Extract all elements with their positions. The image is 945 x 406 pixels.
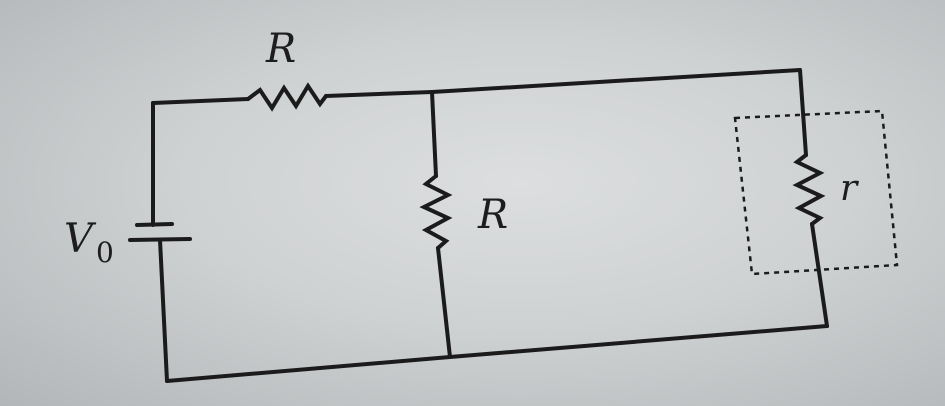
wire-bottom [165, 324, 829, 383]
battery-short-plate [135, 222, 174, 227]
wire-middle-upper [430, 90, 438, 178]
wire-top-right [324, 68, 802, 98]
label-middle-resistor: R [477, 192, 508, 238]
dashed-box [733, 109, 899, 276]
label-right-resistor: r [840, 168, 859, 209]
battery-v0 [128, 222, 192, 242]
resistor-middle [419, 174, 453, 250]
wire-middle-lower [436, 246, 452, 359]
label-top-resistor: R [265, 26, 296, 72]
label-source: V [64, 216, 97, 262]
resistor-top [246, 82, 328, 112]
wire-left-lower [158, 238, 169, 383]
wire-right-lower [810, 222, 829, 328]
wire-top-left [151, 97, 250, 105]
wire-right-upper [798, 68, 808, 157]
resistor-right [792, 153, 826, 226]
label-source-subscript: 0 [96, 236, 114, 269]
